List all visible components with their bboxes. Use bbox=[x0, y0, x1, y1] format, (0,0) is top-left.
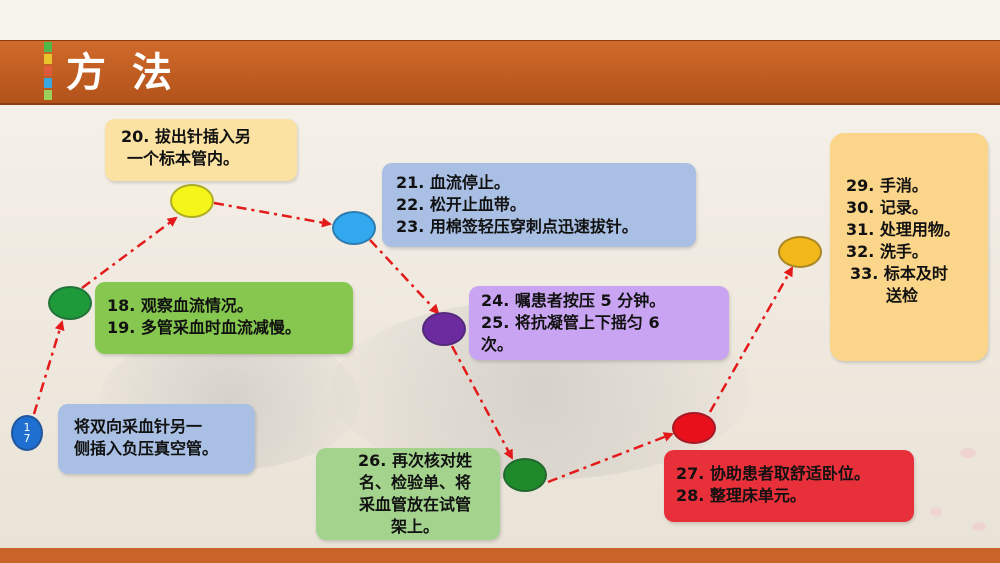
step-29-line-4: 32. 洗手。 bbox=[846, 242, 928, 261]
step-17-line-1: 将双向采血针另一 bbox=[74, 417, 203, 436]
step-29-line-2: 30. 记录。 bbox=[846, 198, 928, 217]
step-20-line-1: 20. 拔出针插入另 bbox=[121, 127, 251, 146]
step-24-box: 24. 嘱患者按压 5 分钟。 25. 将抗凝管上下摇匀 6 次。 bbox=[469, 286, 729, 360]
step-27-node bbox=[672, 412, 716, 444]
step-27-line-1: 27. 协助患者取舒适卧位。 bbox=[676, 464, 870, 483]
step-29-line-6: 送检 bbox=[886, 286, 919, 305]
step-21-line-1: 21. 血流停止。 bbox=[396, 173, 510, 192]
step-27-box: 27. 协助患者取舒适卧位。 28. 整理床单元。 bbox=[664, 450, 914, 522]
step-20-line-2: 一个标本管内。 bbox=[127, 149, 240, 168]
arrow-17-to-18 bbox=[32, 320, 65, 415]
arrow-21-to-24 bbox=[369, 239, 440, 315]
step-20-box: 20. 拔出针插入另 一个标本管内。 bbox=[105, 119, 297, 181]
step-27-line-2: 28. 整理床单元。 bbox=[676, 486, 806, 505]
header-stripe-1 bbox=[44, 42, 52, 52]
step-29-node bbox=[778, 236, 822, 268]
arrow-18-to-20 bbox=[81, 216, 178, 290]
header-stripe-3 bbox=[44, 66, 52, 76]
step-26-node bbox=[503, 458, 547, 492]
arrow-27-to-29 bbox=[708, 266, 794, 413]
step-26-line-4: 架上。 bbox=[390, 517, 439, 536]
step-18-node bbox=[48, 286, 92, 320]
step-26-line-2: 名、检验单、将 bbox=[358, 473, 471, 492]
petal-decoration bbox=[930, 508, 942, 516]
step-24-node bbox=[422, 312, 466, 346]
step-18-line-1: 18. 观察血流情况。 bbox=[107, 296, 253, 315]
step-29-line-3: 31. 处理用物。 bbox=[846, 220, 960, 239]
header-bar bbox=[0, 40, 1000, 105]
step-24-line-2: 25. 将抗凝管上下摇匀 6 bbox=[481, 313, 660, 332]
page-title: 方 法 bbox=[66, 49, 178, 96]
step-17-line-2: 侧插入负压真空管。 bbox=[74, 439, 219, 458]
step-26-line-3: 采血管放在试管 bbox=[358, 495, 471, 514]
arrow-24-to-26 bbox=[450, 345, 514, 460]
header-stripe-5 bbox=[44, 90, 52, 100]
arrow-20-to-21 bbox=[213, 201, 332, 228]
step-26-box: 26. 再次核对姓 名、检验单、将 采血管放在试管 架上。 bbox=[316, 448, 500, 540]
header-stripe-4 bbox=[44, 78, 52, 88]
step-24-line-1: 24. 嘱患者按压 5 分钟。 bbox=[481, 291, 666, 310]
step-26-line-1: 26. 再次核对姓 bbox=[358, 451, 472, 470]
step-18-box: 18. 观察血流情况。 19. 多管采血时血流减慢。 bbox=[95, 282, 353, 354]
step-17-box: 将双向采血针另一 侧插入负压真空管。 bbox=[58, 404, 255, 474]
step-21-line-2: 22. 松开止血带。 bbox=[396, 195, 526, 214]
petal-decoration bbox=[972, 522, 986, 531]
step-18-line-2: 19. 多管采血时血流减慢。 bbox=[107, 318, 301, 337]
step-21-box: 21. 血流停止。 22. 松开止血带。 23. 用棉签轻压穿刺点迅速拔针。 bbox=[382, 163, 696, 247]
petal-decoration bbox=[960, 448, 976, 458]
step-24-line-3: 次。 bbox=[481, 335, 514, 354]
step-29-line-5: 33. 标本及时 bbox=[850, 264, 948, 283]
header-stripe-2 bbox=[44, 54, 52, 64]
arrow-26-to-27 bbox=[547, 432, 674, 484]
step-20-node bbox=[170, 184, 214, 218]
step-29-line-1: 29. 手消。 bbox=[846, 176, 928, 195]
step-29-box: 29. 手消。 30. 记录。 31. 处理用物。 32. 洗手。 33. 标本… bbox=[830, 133, 988, 361]
step-21-node bbox=[332, 211, 376, 245]
step-21-line-3: 23. 用棉签轻压穿刺点迅速拔针。 bbox=[396, 217, 638, 236]
footer-bar bbox=[0, 548, 1000, 563]
